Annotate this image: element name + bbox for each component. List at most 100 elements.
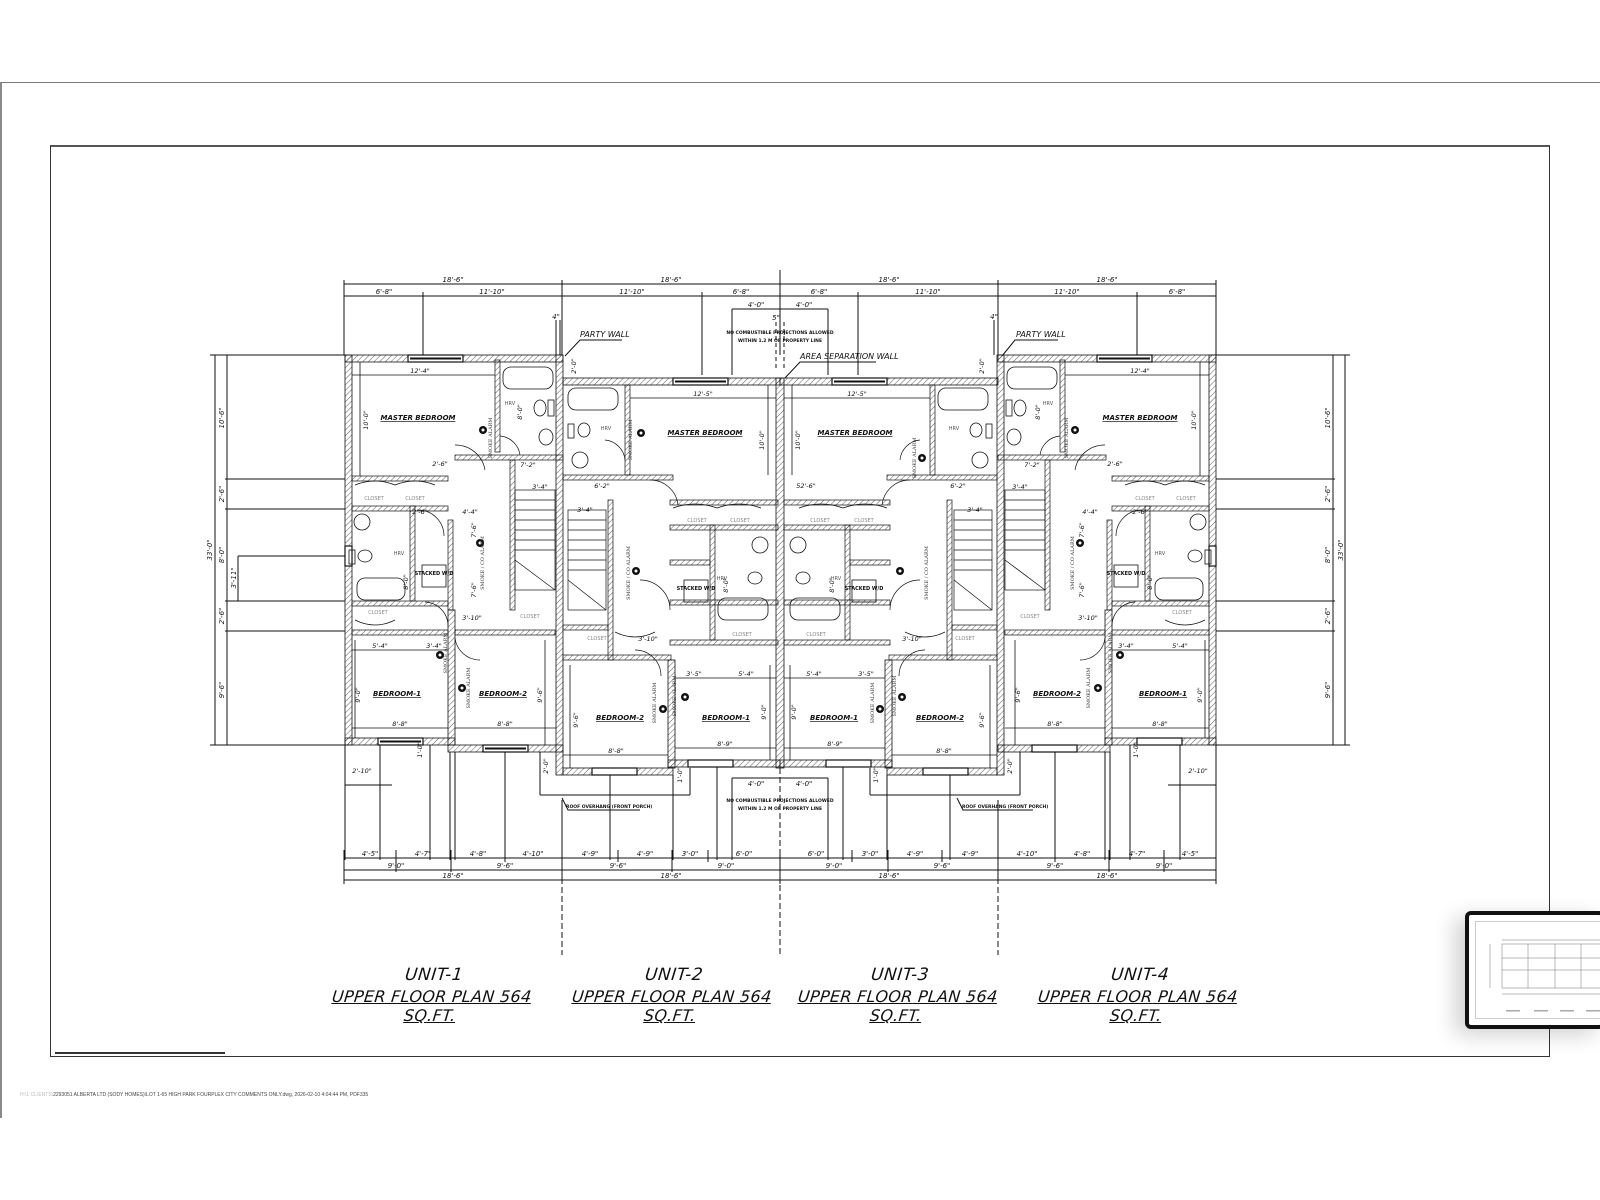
svg-text:9'-0": 9'-0"	[790, 704, 798, 719]
unit-4-plan: UPPER FLOOR PLAN 564 SQ.FT.	[1037, 987, 1239, 1025]
thumbnail-drawing-icon	[1489, 939, 1600, 1012]
svg-text:8'-8": 8'-8"	[936, 747, 951, 755]
svg-text:6'-0": 6'-0"	[808, 850, 825, 858]
svg-text:SMOKE ALARM: SMOKE ALARM	[443, 632, 449, 673]
svg-text:6'-8": 6'-8"	[376, 288, 393, 296]
porch-lines	[344, 745, 1217, 955]
room-label-u3-bed2: BEDROOM-2	[916, 714, 964, 722]
svg-text:9'-6": 9'-6"	[1047, 862, 1064, 870]
svg-text:4'-7": 4'-7"	[415, 850, 432, 858]
room-label-u3-master: MASTER BEDROOM	[818, 429, 893, 437]
svg-text:CLOSET: CLOSET	[587, 636, 607, 642]
svg-text:8'-0": 8'-0"	[1034, 404, 1042, 419]
room-label-u2-master: MASTER BEDROOM	[668, 429, 743, 437]
room-label-u4-bed1: BEDROOM-1	[1139, 690, 1187, 698]
svg-text:3'-4": 3'-4"	[426, 642, 441, 650]
closets	[354, 480, 1206, 638]
svg-text:9'-6": 9'-6"	[934, 862, 951, 870]
svg-text:3'-4": 3'-4"	[577, 506, 592, 514]
svg-text:18'-6": 18'-6"	[1096, 872, 1117, 880]
svg-text:2'-10": 2'-10"	[352, 767, 372, 775]
svg-text:1'-0": 1'-0"	[416, 742, 424, 757]
svg-text:2'-10": 2'-10"	[1188, 767, 1208, 775]
svg-text:CLOSET: CLOSET	[732, 632, 752, 638]
side-dimensions	[210, 354, 1350, 746]
svg-text:10'-6": 10'-6"	[1324, 407, 1332, 428]
party-wall-label-left: PARTY WALL	[580, 330, 630, 339]
svg-text:2'-6": 2'-6"	[432, 460, 447, 468]
svg-text:5'-4": 5'-4"	[372, 642, 387, 650]
svg-text:4'-4": 4'-4"	[462, 508, 477, 516]
svg-text:4'-10": 4'-10"	[1016, 850, 1037, 858]
svg-text:WITHIN 1.2 M OF PROPERTY LINE: WITHIN 1.2 M OF PROPERTY LINE	[738, 806, 822, 812]
svg-text:3'-4": 3'-4"	[1012, 483, 1027, 491]
room-label-u2-bed1: BEDROOM-1	[702, 714, 750, 722]
svg-text:SMOKE ALARM: SMOKE ALARM	[488, 417, 494, 458]
svg-text:HRV: HRV	[394, 551, 405, 557]
svg-text:2'-6": 2'-6"	[218, 608, 226, 625]
unit-1-title: UNIT-1 UPPER FLOOR PLAN 564 SQ.FT.	[319, 965, 545, 1025]
svg-text:SMOKE ALARM: SMOKE ALARM	[652, 682, 658, 723]
svg-text:11'-10": 11'-10"	[915, 288, 940, 296]
svg-text:8'-0": 8'-0"	[1146, 574, 1154, 589]
unit-1-plan: UPPER FLOOR PLAN 564 SQ.FT.	[331, 987, 533, 1025]
svg-text:8'-8": 8'-8"	[392, 720, 407, 728]
no-combustible-note-bottom: NO COMBUSTIBLE PROJECTIONS ALLOWED	[726, 798, 833, 804]
svg-text:SMOKE ALARM: SMOKE ALARM	[870, 682, 876, 723]
svg-text:3'-4": 3'-4"	[1118, 642, 1133, 650]
svg-text:7'-6": 7'-6"	[1078, 522, 1086, 537]
unit-3-plan: UPPER FLOOR PLAN 564 SQ.FT.	[797, 987, 999, 1025]
svg-text:4'-9": 4'-9"	[582, 850, 599, 858]
bathroom-fixtures	[348, 366, 1212, 621]
svg-text:7'-2": 7'-2"	[1024, 461, 1039, 469]
svg-text:1'-0": 1'-0"	[676, 767, 684, 782]
svg-text:8'-8": 8'-8"	[1152, 720, 1167, 728]
svg-text:6'-8": 6'-8"	[811, 288, 828, 296]
interior-dimension-lines	[352, 362, 1209, 768]
svg-text:9'-0": 9'-0"	[718, 862, 735, 870]
svg-text:2'-6": 2'-6"	[1107, 460, 1122, 468]
svg-text:8'-0": 8'-0"	[828, 577, 836, 592]
svg-text:STACKED W/D: STACKED W/D	[677, 586, 716, 592]
svg-text:9'-6": 9'-6"	[610, 862, 627, 870]
svg-text:CLOSET: CLOSET	[854, 518, 874, 524]
page-thumbnail-navigator[interactable]	[1465, 911, 1600, 1029]
svg-text:2'-0": 2'-0"	[542, 758, 550, 773]
svg-text:9'-0": 9'-0"	[388, 862, 405, 870]
svg-text:CLOSET: CLOSET	[1135, 496, 1155, 502]
svg-text:4'-9": 4'-9"	[637, 850, 654, 858]
svg-text:2'-6": 2'-6"	[1324, 608, 1332, 625]
svg-text:11'-10": 11'-10"	[1054, 288, 1079, 296]
svg-text:4'-9": 4'-9"	[907, 850, 924, 858]
svg-text:SMOKE ALARM: SMOKE ALARM	[1108, 632, 1114, 673]
svg-text:7'-6": 7'-6"	[470, 582, 478, 597]
svg-text:3'-10": 3'-10"	[462, 614, 482, 622]
svg-text:3'-10": 3'-10"	[1078, 614, 1098, 622]
unit-4-name: UNIT-4	[1110, 965, 1171, 985]
svg-text:CLOSET: CLOSET	[730, 518, 750, 524]
svg-text:18'-6": 18'-6"	[660, 276, 681, 284]
svg-text:6'-8": 6'-8"	[733, 288, 750, 296]
svg-text:4'-8": 4'-8"	[1074, 850, 1091, 858]
sheet-title-strip	[55, 1052, 225, 1054]
unit-3-name: UNIT-3	[870, 965, 931, 985]
svg-text:2'-0": 2'-0"	[1006, 758, 1014, 773]
svg-text:18'-6": 18'-6"	[878, 276, 899, 284]
svg-text:SMOKE ALARM: SMOKE ALARM	[672, 675, 678, 716]
svg-text:4'-4": 4'-4"	[1082, 508, 1097, 516]
svg-text:11'-10": 11'-10"	[619, 288, 644, 296]
svg-text:10'-0": 10'-0"	[362, 410, 370, 430]
unit-2-title: UNIT-2 UPPER FLOOR PLAN 564 SQ.FT.	[559, 965, 785, 1025]
svg-text:5'-4": 5'-4"	[1172, 642, 1187, 650]
svg-text:18'-6": 18'-6"	[442, 872, 463, 880]
svg-text:2'-6": 2'-6"	[1132, 508, 1147, 516]
svg-text:9'-6": 9'-6"	[497, 862, 514, 870]
interior-walls	[351, 359, 1210, 661]
svg-text:3'-4": 3'-4"	[967, 506, 982, 514]
svg-text:HRV: HRV	[831, 576, 842, 582]
sheet-border	[50, 145, 1550, 1057]
svg-text:SMOKE / CO ALARM: SMOKE / CO ALARM	[1070, 536, 1076, 590]
exterior-walls	[344, 354, 1217, 776]
svg-text:9'-0": 9'-0"	[760, 704, 768, 719]
svg-text:CLOSET: CLOSET	[806, 632, 826, 638]
